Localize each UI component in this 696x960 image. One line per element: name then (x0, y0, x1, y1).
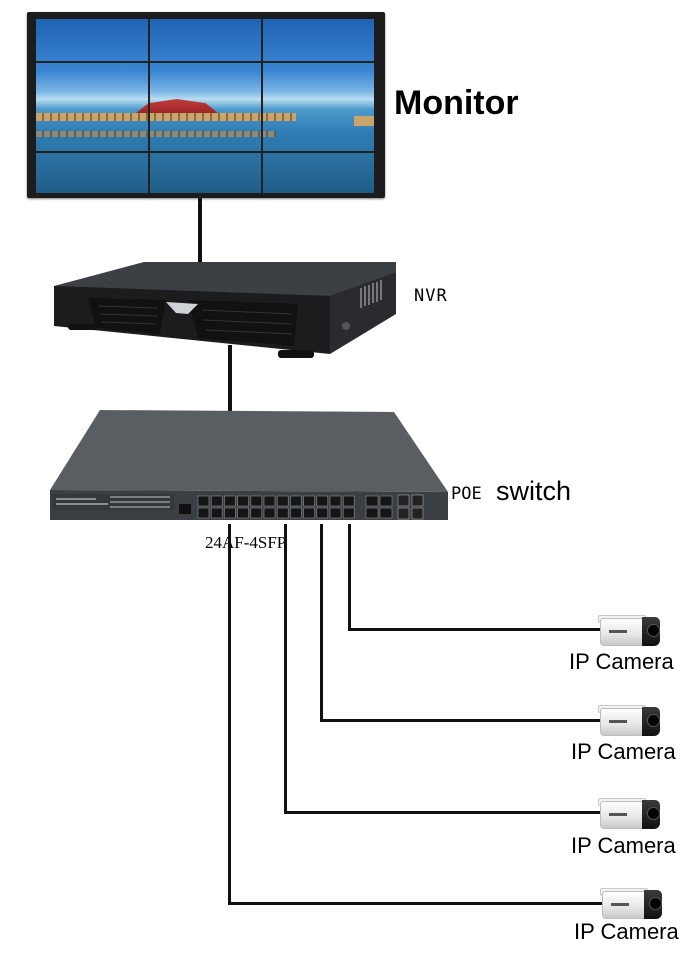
nvr-device (54, 262, 396, 358)
ip-camera-icon (600, 887, 664, 921)
switch-port (276, 495, 289, 507)
camera-label: IP Camera (571, 833, 676, 858)
switch-port (224, 507, 236, 519)
camera-label: IP Camera (569, 649, 674, 674)
ip-camera-icon (598, 614, 662, 648)
switch-port (290, 507, 302, 519)
poe-switch-device (50, 410, 448, 520)
switch-port (237, 507, 249, 519)
cable-monitor-nvr (198, 198, 202, 264)
camera-label: IP Camera (571, 739, 676, 764)
monitor-screen (36, 19, 374, 193)
switch-label: switch (496, 476, 572, 506)
switch-port (276, 507, 289, 519)
switch-port (316, 495, 329, 507)
video-wall-divider (261, 19, 263, 193)
screen-pier (36, 113, 296, 121)
switch-port (197, 495, 210, 507)
cable-switch-camera-3-horizontal (284, 811, 600, 814)
screen-pier-end (354, 116, 374, 126)
cable-nvr-switch (228, 345, 232, 413)
switch-port (250, 495, 263, 507)
switch-port (237, 495, 249, 507)
cable-switch-camera-1-vertical (348, 524, 351, 631)
switch-port (303, 507, 315, 519)
switch-port (329, 495, 342, 507)
cable-switch-camera-2-vertical (320, 524, 323, 722)
video-wall-divider (36, 151, 374, 153)
screen-pier-reflection (36, 131, 276, 137)
switch-port (210, 495, 223, 507)
monitor-label: Monitor (394, 84, 519, 122)
switch-port (250, 507, 263, 519)
switch-label-prefix: POE (451, 484, 482, 504)
video-wall-divider (36, 61, 374, 63)
ip-camera-icon (598, 797, 662, 831)
switch-port (316, 507, 329, 519)
switch-port (263, 495, 276, 507)
switch-port (224, 495, 236, 507)
cable-switch-camera-2-horizontal (320, 719, 600, 722)
cable-switch-camera-1-horizontal (348, 628, 600, 631)
cable-switch-camera-4-vertical (228, 524, 231, 905)
screen-pavilion (136, 99, 218, 113)
switch-port (210, 507, 223, 519)
monitor-device (27, 12, 385, 198)
video-wall-divider (148, 19, 150, 193)
switch-port (342, 495, 355, 507)
camera-label: IP Camera (574, 919, 679, 944)
switch-model-label: 24AF-4SFP (205, 533, 287, 552)
cable-switch-camera-4-horizontal (228, 902, 602, 905)
nvr-label: NVR (414, 286, 448, 306)
ip-camera-icon (598, 704, 662, 738)
switch-port (197, 507, 210, 519)
cable-switch-camera-3-vertical (284, 524, 287, 814)
switch-port (263, 507, 276, 519)
switch-port (342, 507, 355, 519)
switch-port (290, 495, 302, 507)
switch-port (329, 507, 342, 519)
switch-port (303, 495, 315, 507)
